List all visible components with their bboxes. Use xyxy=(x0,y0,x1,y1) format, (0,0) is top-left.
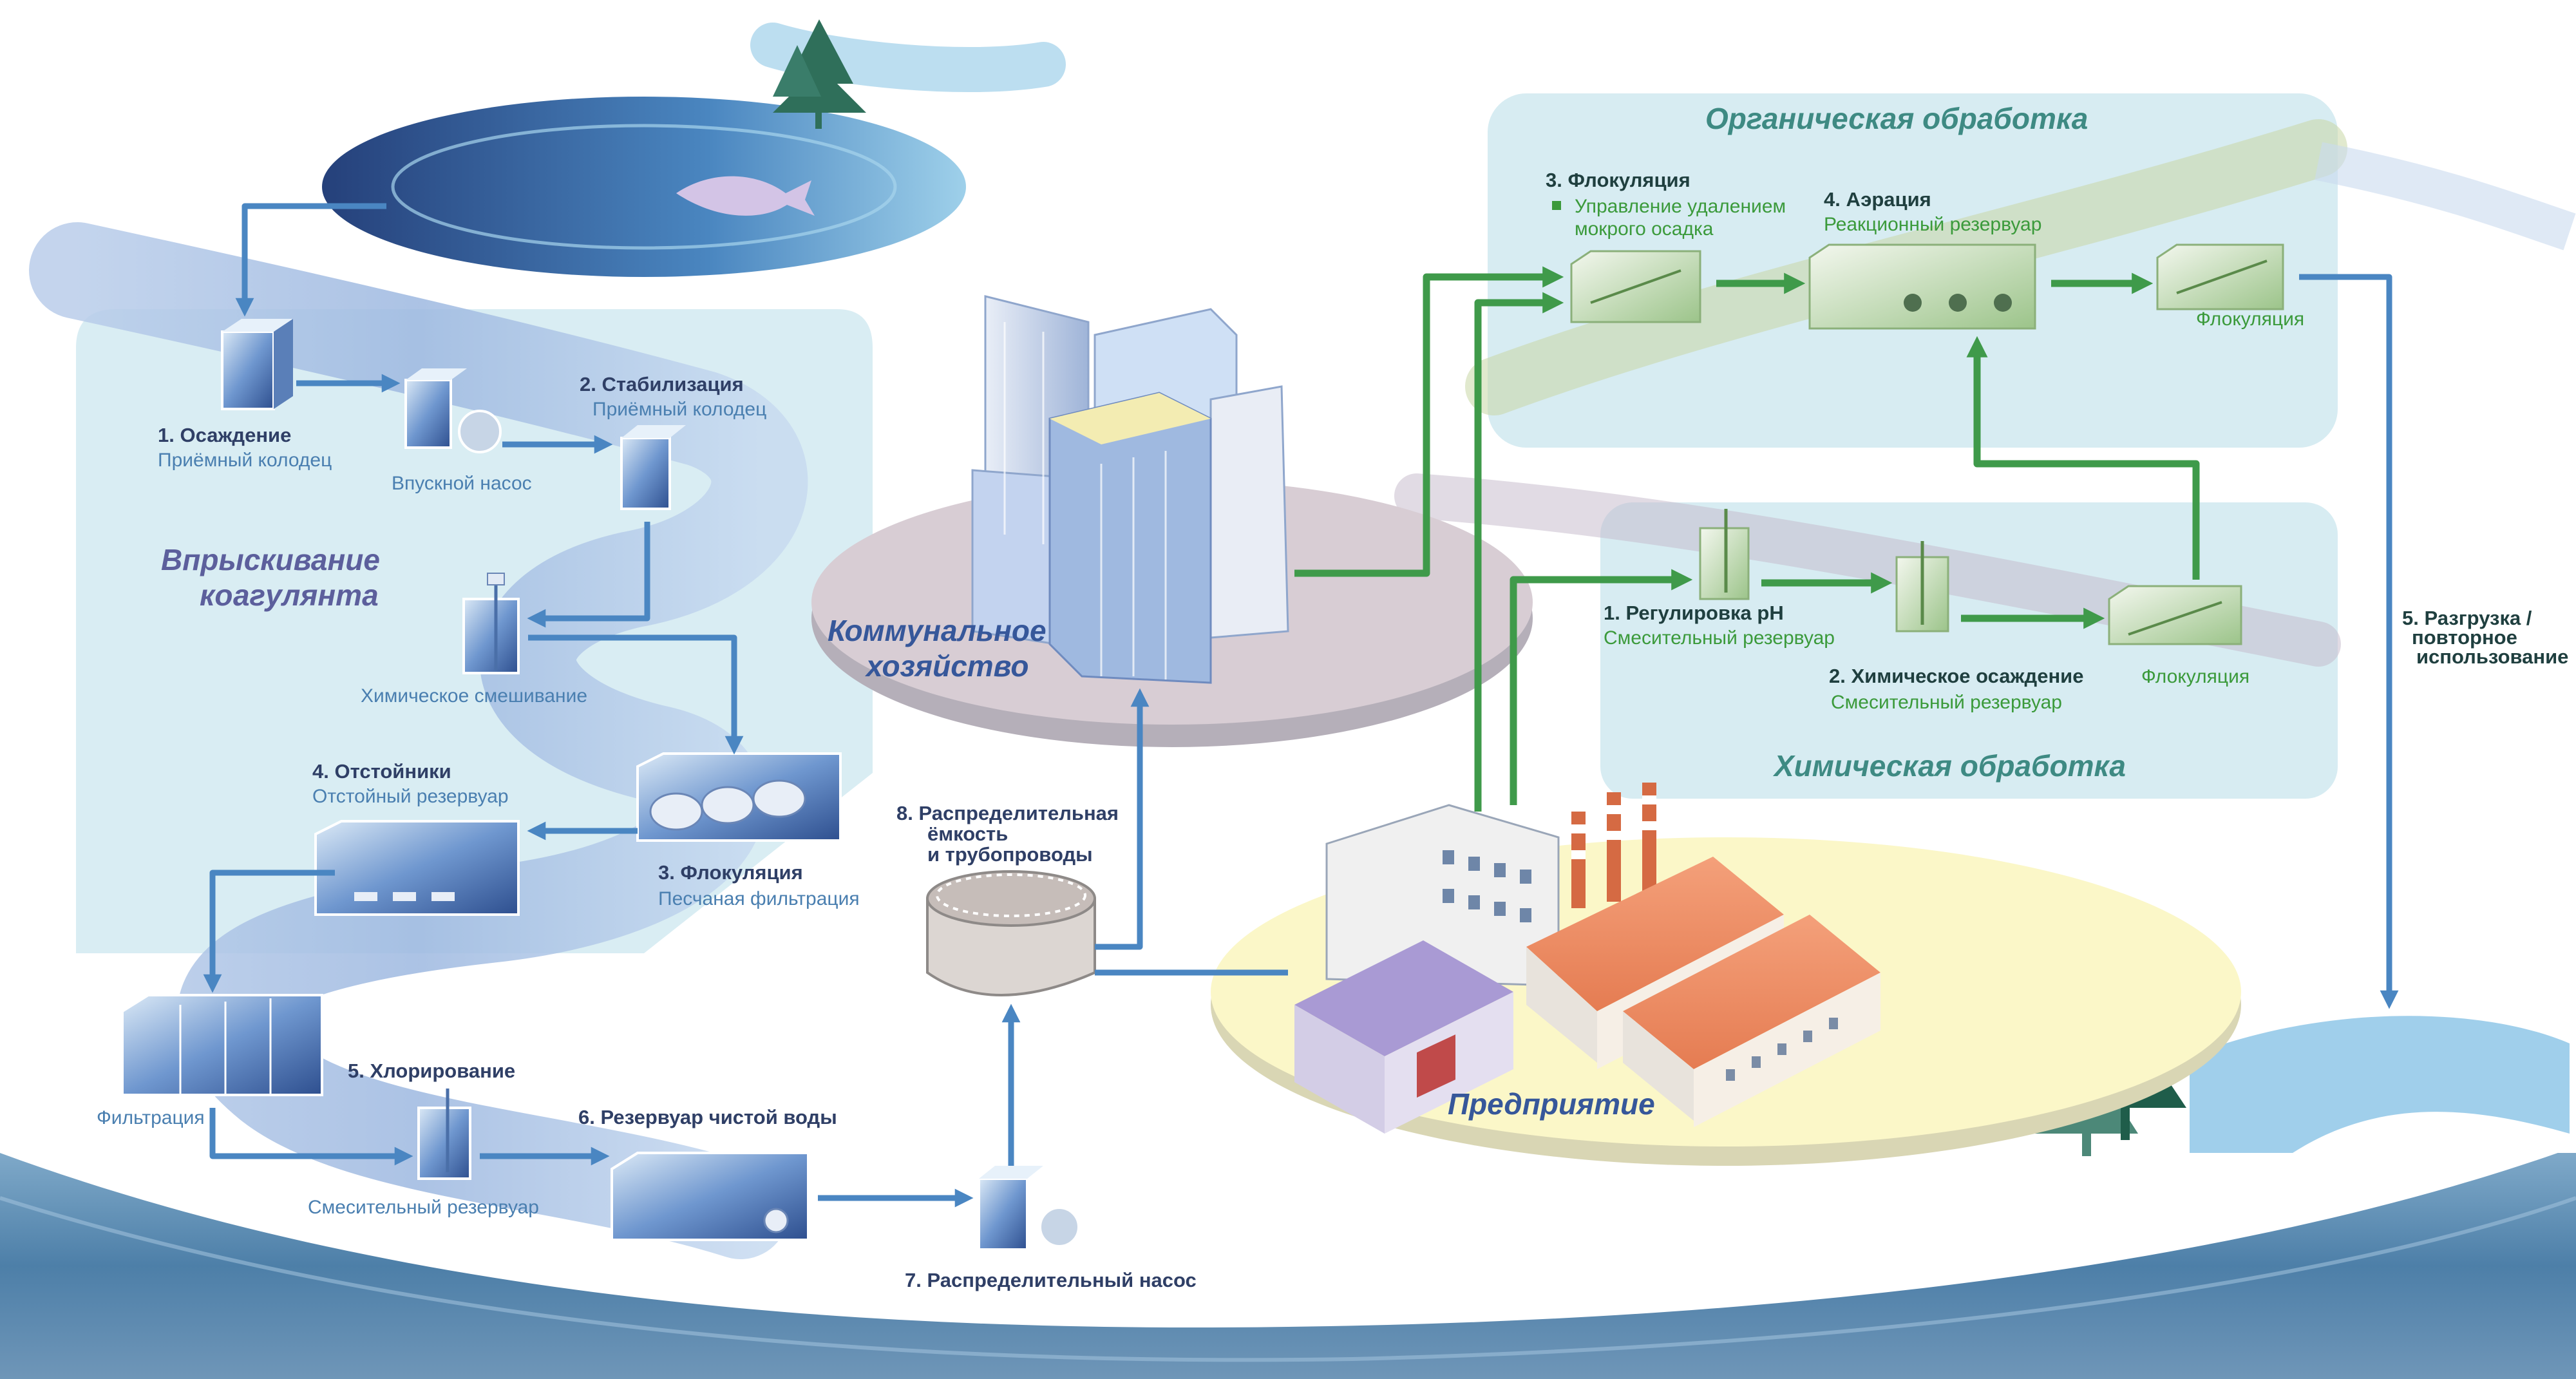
city-buildings-icon xyxy=(971,295,1289,684)
step-5-title: 5. Хлорирование xyxy=(348,1060,515,1082)
distribution-tank-icon xyxy=(926,870,1096,996)
organic-floc2-label: Флокуляция xyxy=(2196,309,2304,330)
tree-icon-top xyxy=(773,19,866,129)
step-4-title: 4. Отстойники xyxy=(312,760,451,783)
sand-filter-tank xyxy=(636,752,842,842)
step-3-sub: Песчаная фильтрация xyxy=(658,888,860,909)
organic-floc-sub2: мокрого осадка xyxy=(1575,218,1714,240)
organic-floc-title: 3. Флокуляция xyxy=(1546,169,1690,191)
intake-pump-icon xyxy=(404,368,502,453)
aeration-tank xyxy=(1808,243,2036,330)
factory-icon xyxy=(1294,783,1880,1134)
treatment-flow-arrows xyxy=(1294,266,2200,812)
step-2-sub: Приёмный колодец xyxy=(592,399,766,420)
ph-title: 1. Регулировка pH xyxy=(1604,602,1784,624)
right-river xyxy=(2190,1016,2570,1153)
municipal-title-1: Коммунальное xyxy=(828,614,1046,647)
fish-icon xyxy=(676,176,815,216)
chemical-floc-label: Флокуляция xyxy=(2141,666,2249,687)
organic-flocculation-tank-2 xyxy=(2156,243,2284,310)
chemical-title: Химическая обработка xyxy=(1772,749,2126,783)
discharge-line1: 5. Разгрузка / xyxy=(2402,607,2532,629)
chlorination-mixer xyxy=(417,1089,471,1180)
water-flow-arrows xyxy=(203,203,2399,1208)
chemical-labels: 1. Регулировка pH Смесительный резервуар… xyxy=(1604,602,2249,713)
chemical-panel xyxy=(1600,502,2338,799)
water-plant-labels: 1. Осаждение Приёмный колодец Впускной н… xyxy=(97,373,1197,1291)
sedimentation-tank xyxy=(314,820,520,916)
chem-mixing-label: Химическое смешивание xyxy=(361,685,587,707)
enterprise-title: Предприятие xyxy=(1448,1087,1655,1121)
step-2-title: 2. Стабилизация xyxy=(580,373,744,395)
aeration-sub: Реакционный резервуар xyxy=(1824,214,2041,235)
step-6-title: 6. Резервуар чистой воды xyxy=(578,1106,837,1128)
step-1-sub: Приёмный колодец xyxy=(158,450,332,471)
bullet-icon xyxy=(1552,201,1561,210)
ph-sub: Смесительный резервуар xyxy=(1604,627,1835,649)
discharge-line3: использование xyxy=(2416,645,2568,668)
intake-pump-label: Впускной насос xyxy=(392,473,532,494)
step-8-line1: 8. Распределительная xyxy=(896,802,1119,824)
step-8-line3: и трубопроводы xyxy=(927,843,1093,866)
coagulant-title-1: Впрыскивание xyxy=(161,543,380,576)
step-1-title: 1. Осаждение xyxy=(158,424,291,446)
precipitation-title: 2. Химическое осаждение xyxy=(1829,665,2083,687)
aeration-title: 4. Аэрация xyxy=(1824,188,1931,211)
discharge-line2: повторное xyxy=(2412,626,2517,649)
organic-title: Органическая обработка xyxy=(1705,102,2088,135)
organic-flocculation-tank xyxy=(1570,250,1701,323)
step-3-title: 3. Флокуляция xyxy=(658,861,803,884)
step-4-sub: Отстойный резервуар xyxy=(312,786,509,807)
lake xyxy=(322,97,966,277)
filtration-tank xyxy=(121,994,323,1096)
chemical-flocculation-tank xyxy=(2108,585,2242,645)
distribution-pump-icon xyxy=(978,1166,1080,1251)
organic-floc-sub1: Управление удалением xyxy=(1575,196,1786,217)
municipal-title-2: хозяйство xyxy=(864,649,1028,683)
step-5-sub: Смесительный резервуар xyxy=(308,1197,539,1218)
sea xyxy=(0,1146,2576,1379)
clean-water-reservoir xyxy=(611,1152,810,1241)
stabilization-well xyxy=(620,425,686,510)
section-titles: Впрыскивание коагулянта Коммунальное хоз… xyxy=(161,102,2126,1121)
step-8-line2: ёмкость xyxy=(927,823,1008,845)
organic-labels: 3. Флокуляция Управление удалением мокро… xyxy=(1546,169,2304,330)
ph-mixer xyxy=(1699,509,1750,600)
coagulant-title-2: коагулянта xyxy=(200,578,379,612)
step-7-title: 7. Распределительный насос xyxy=(905,1269,1197,1291)
chemical-mixer xyxy=(462,573,520,674)
filtration-label: Фильтрация xyxy=(97,1107,205,1128)
discharge-labels: 5. Разгрузка / повторное использование xyxy=(2402,607,2568,668)
settling-well-1 xyxy=(221,319,293,410)
precipitation-sub: Смесительный резервуар xyxy=(1831,692,2062,713)
precipitation-mixer xyxy=(1895,541,1949,632)
